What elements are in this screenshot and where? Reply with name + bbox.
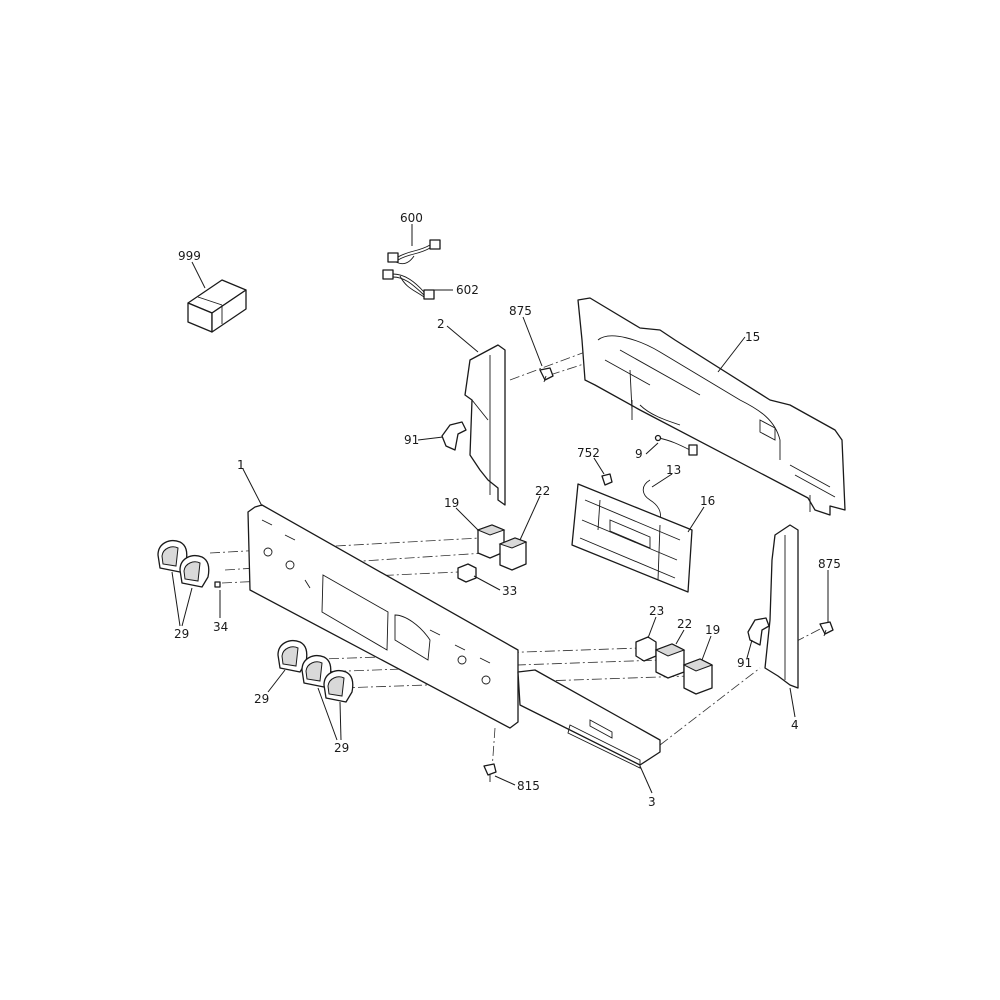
callout-9: 9 [635, 447, 643, 461]
callout-600: 600 [400, 211, 423, 225]
callout-34: 34 [213, 620, 228, 634]
knob-icon[interactable] [179, 555, 210, 588]
part-23-switch[interactable] [635, 636, 657, 662]
part-22-switch-bottom[interactable] [654, 643, 686, 679]
callout-2: 2 [437, 317, 445, 331]
part-29-knobs[interactable] [157, 540, 354, 703]
part-91-clip-left[interactable] [441, 421, 467, 451]
part-999-kit-box[interactable] [187, 279, 247, 333]
callout-29-left: 29 [174, 627, 189, 641]
part-602-wire-harness[interactable] [382, 269, 435, 300]
callout-3: 3 [648, 795, 656, 809]
callout-15: 15 [745, 330, 760, 344]
callout-22-bottom: 22 [677, 617, 692, 631]
callout-4: 4 [791, 718, 799, 732]
part-3-lower-trim[interactable] [517, 669, 661, 769]
callout-875-right: 875 [818, 557, 841, 571]
callout-13: 13 [666, 463, 681, 477]
part-815-screw[interactable] [483, 763, 497, 782]
part-15-rear-panel[interactable] [577, 297, 846, 516]
part-875-screw-right[interactable] [819, 621, 834, 637]
callout-23: 23 [649, 604, 664, 618]
part-91-clip-right[interactable] [747, 617, 770, 646]
callout-29-bottom: 29 [334, 741, 349, 755]
callout-752: 752 [577, 446, 600, 460]
part-752-screw[interactable] [601, 473, 613, 486]
part-2-left-bracket[interactable] [464, 344, 506, 506]
knob-icon[interactable] [157, 540, 188, 573]
part-1-control-panel[interactable] [247, 504, 519, 729]
part-875-screw-top[interactable] [539, 367, 554, 383]
knob-icon[interactable] [323, 670, 354, 703]
callout-875-top: 875 [509, 304, 532, 318]
callout-815: 815 [517, 779, 540, 793]
part-22-switch-top[interactable] [498, 537, 528, 571]
callout-19-top: 19 [444, 496, 459, 510]
callout-91-right: 91 [737, 656, 752, 670]
callout-22-top: 22 [535, 484, 550, 498]
callout-16: 16 [700, 494, 715, 508]
part-33-relay[interactable] [457, 563, 477, 583]
callout-29-middle: 29 [254, 692, 269, 706]
part-16-control-board[interactable] [571, 483, 693, 593]
callout-999: 999 [178, 249, 201, 263]
callout-19-bottom: 19 [705, 623, 720, 637]
callout-labels: 999 600 602 875 2 15 91 752 9 13 1 19 22… [174, 211, 841, 809]
part-9-wire-lead[interactable] [654, 434, 698, 456]
part-19-switch-bottom[interactable] [682, 658, 714, 695]
callout-1: 1 [237, 458, 245, 472]
callout-602: 602 [456, 283, 479, 297]
part-600-wire-harness[interactable] [387, 239, 441, 265]
callout-leader-lines [171, 224, 829, 794]
callout-33: 33 [502, 584, 517, 598]
part-4-right-bracket[interactable] [764, 524, 799, 689]
part-34-clip[interactable] [214, 581, 221, 588]
callout-91-left: 91 [404, 433, 419, 447]
